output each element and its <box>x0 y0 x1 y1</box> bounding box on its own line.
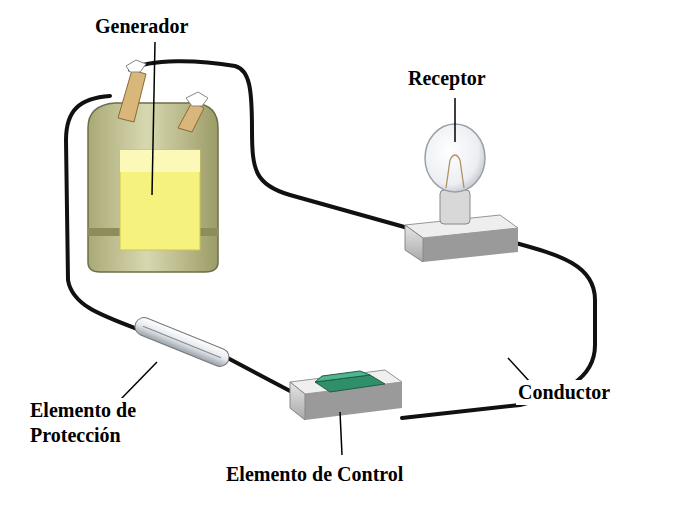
receiver-label: Receptor <box>406 66 488 91</box>
protection-label: Elemento de Protección <box>28 398 182 448</box>
control-label: Elemento de Control <box>224 462 405 487</box>
generator-label: Generador <box>93 14 190 39</box>
conductor-label: Conductor <box>516 380 612 405</box>
